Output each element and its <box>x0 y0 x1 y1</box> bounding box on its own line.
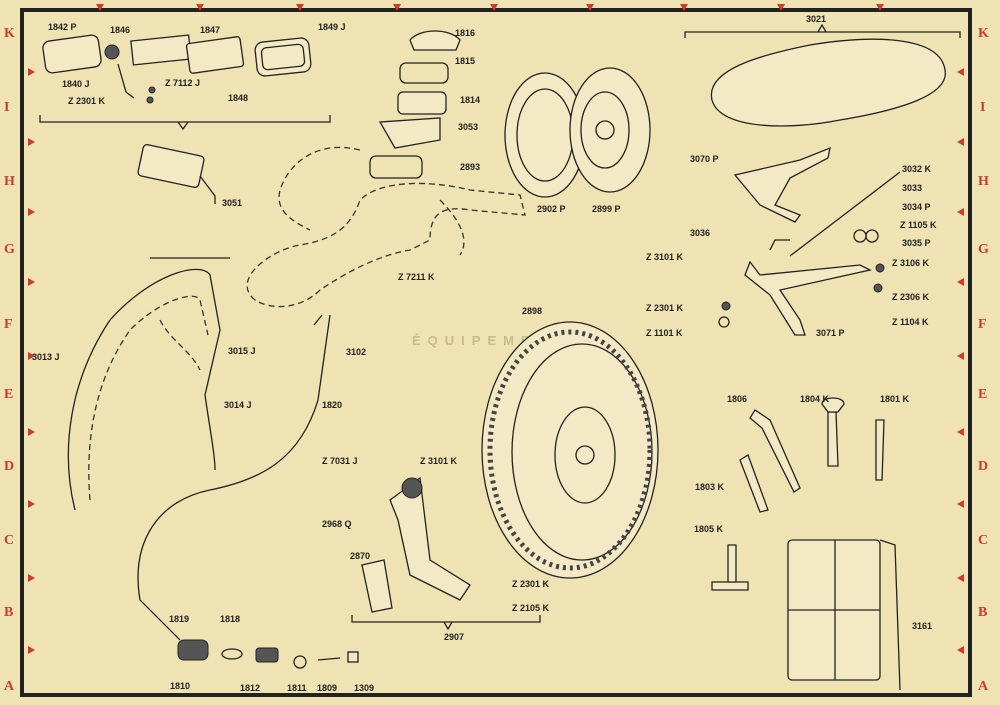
grid-letter: C <box>4 533 14 548</box>
part-label-p3070: 3070 P <box>690 154 719 164</box>
part-label-p1806: 1806 <box>727 394 747 404</box>
part-label-p1801: 1801 K <box>880 394 910 404</box>
grid-letter: D <box>4 459 14 474</box>
part-label-p3032: 3032 K <box>902 164 932 174</box>
part-label-p3071: 3071 P <box>816 328 845 338</box>
grid-letter: F <box>978 317 987 332</box>
tool-kit <box>711 397 901 691</box>
part-label-p2898: 2898 <box>522 306 542 316</box>
part-label-p2899: 2899 P <box>592 204 621 214</box>
spare-wheel-bracket <box>351 476 541 631</box>
part-label-p1819: 1819 <box>169 614 189 624</box>
speedo-cable <box>137 257 331 641</box>
wheel-rim <box>504 67 651 198</box>
grid-letter: E <box>978 387 987 402</box>
part-label-p2902: 2902 P <box>537 204 566 214</box>
part-label-p1809: 1809 <box>317 683 337 693</box>
grid-letter: D <box>978 459 988 474</box>
grid-letter: G <box>978 242 989 257</box>
part-label-p2893: 2893 <box>460 162 480 172</box>
part-labels: 1842 P 1846 1847 1849 J 1840 J Z 7112 J Z 2301… <box>32 14 937 693</box>
grid-letter: G <box>4 242 15 257</box>
part-label-p7031: Z 7031 J <box>322 456 358 466</box>
part-label-p1840: 1840 J <box>62 79 90 89</box>
part-label-p1810: 1810 <box>170 681 190 691</box>
spare-wheel <box>481 321 659 579</box>
grid-letter: F <box>4 317 13 332</box>
grid-letter: I <box>980 100 985 115</box>
part-label-p7112: Z 7112 J <box>165 78 200 88</box>
part-label-p3033: 3033 <box>902 183 922 193</box>
part-label-p1105: Z 1105 K <box>900 220 937 230</box>
grid-letter: I <box>4 100 9 115</box>
part-label-p3034: 3034 P <box>902 202 931 212</box>
part-label-p3101b: Z 3101 K <box>420 456 458 466</box>
part-label-p2301b: Z 2301 K <box>646 303 684 313</box>
part-label-p3161: 3161 <box>912 621 932 631</box>
part-label-p2870: 2870 <box>350 551 370 561</box>
part-label-p3101a: Z 3101 K <box>646 252 684 262</box>
part-label-p1812: 1812 <box>240 683 260 693</box>
part-label-p1847: 1847 <box>200 25 220 35</box>
part-label-p3102: 3102 <box>346 347 366 357</box>
part-label-p1803: 1803 K <box>695 482 725 492</box>
grid-letter: H <box>978 174 989 189</box>
left-grid: K I H G F E D C B A <box>4 26 35 694</box>
grid-letter: H <box>4 174 15 189</box>
part-label-p2907: 2907 <box>444 632 464 642</box>
grid-letter: A <box>978 679 989 694</box>
grid-letter: A <box>4 679 15 694</box>
grid-letter: K <box>4 26 15 41</box>
part-label-p1815: 1815 <box>455 56 475 66</box>
part-label-p1848: 1848 <box>228 93 248 103</box>
part-label-p3014: 3014 J <box>224 400 252 410</box>
part-label-p1814: 1814 <box>460 95 480 105</box>
part-label-p2301c: Z 2301 K <box>512 579 550 589</box>
part-label-p1820: 1820 <box>322 400 342 410</box>
seat <box>684 23 961 127</box>
part-label-p1309: 1309 <box>354 683 374 693</box>
part-label-p3036: 3036 <box>690 228 710 238</box>
part-label-p7211: Z 7211 K <box>398 272 435 282</box>
part-label-p1842: 1842 P <box>48 22 77 32</box>
part-label-p1805: 1805 K <box>694 524 724 534</box>
part-label-p1101: Z 1101 K <box>646 328 683 338</box>
part-label-p3035: 3035 P <box>902 238 931 248</box>
part-label-p3021: 3021 <box>806 14 826 24</box>
part-label-p2968: 2968 Q <box>322 519 352 529</box>
horn-parts <box>177 639 359 669</box>
mirror-lamp-group <box>39 34 331 204</box>
part-label-p1804: 1804 K <box>800 394 830 404</box>
grid-letter: E <box>4 387 13 402</box>
part-label-p2306: Z 2306 K <box>892 292 930 302</box>
part-label-p3053: 3053 <box>458 122 478 132</box>
part-label-p1816: 1816 <box>455 28 475 38</box>
part-label-p2301a: Z 2301 K <box>68 96 106 106</box>
stand-assembly <box>718 146 901 336</box>
part-label-p1846: 1846 <box>110 25 130 35</box>
part-label-p3013: 3013 J <box>32 352 60 362</box>
part-label-p3106: Z 3106 K <box>892 258 930 268</box>
handlebar-outline <box>246 146 526 308</box>
grid-letter: C <box>978 533 988 548</box>
grid-letter: K <box>978 26 989 41</box>
part-label-p1811: 1811 <box>287 683 307 693</box>
page-frame <box>20 8 972 697</box>
part-label-p3015: 3015 J <box>228 346 256 356</box>
leg-shield <box>67 268 221 511</box>
grid-letter: B <box>978 605 987 620</box>
part-label-p1849: 1849 J <box>318 22 346 32</box>
part-label-p3051: 3051 <box>222 198 242 208</box>
right-grid: K I H G F E D C B A <box>957 26 989 694</box>
speedometer-stack <box>369 30 461 179</box>
part-label-p1818: 1818 <box>220 614 240 624</box>
top-markers <box>96 4 884 11</box>
part-label-p2105: Z 2105 K <box>512 603 550 613</box>
grid-letter: B <box>4 605 13 620</box>
part-label-p1104: Z 1104 K <box>892 317 929 327</box>
